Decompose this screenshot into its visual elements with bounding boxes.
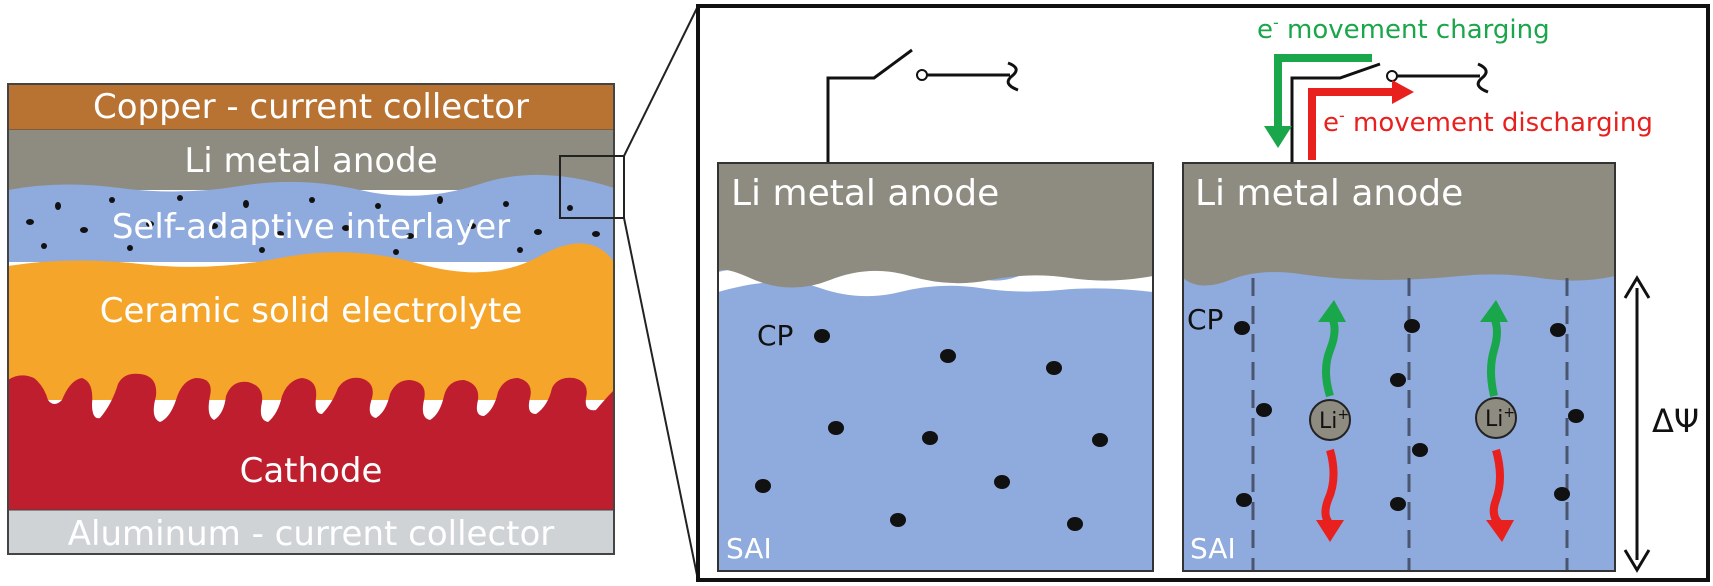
- cathode-layer: [8, 373, 614, 510]
- discharging-arrowhead: [1392, 80, 1414, 104]
- anode-label: Li metal anode: [184, 141, 437, 181]
- wire-right: [1290, 62, 1381, 164]
- cp-particle: [1554, 487, 1570, 501]
- ion-arrow-down-2: [1486, 448, 1514, 542]
- cp-particle: [1046, 361, 1062, 375]
- detail-panel-right: e- movement charging e- movement dischar…: [1182, 13, 1699, 573]
- zoom-panel: [696, 4, 1710, 582]
- cp-particle: [1236, 493, 1252, 507]
- cp-particle: [1234, 321, 1250, 335]
- potential-arrow: [1623, 275, 1651, 573]
- anode-label-right: Li metal anode: [1195, 173, 1463, 214]
- cp-particle: [1390, 497, 1406, 511]
- cp-particle: [922, 431, 938, 445]
- interlayer-label: Self-adaptive interlayer: [112, 207, 510, 247]
- aluminum-label: Aluminum - current collector: [68, 514, 555, 554]
- copper-label: Copper - current collector: [93, 87, 529, 127]
- sai-label-right: SAI: [1190, 532, 1236, 565]
- copper-layer: [7, 83, 615, 131]
- aluminum-layer: [7, 509, 615, 555]
- anode-region-right: [1183, 163, 1615, 286]
- cp-particle: [1390, 373, 1406, 387]
- cathode-label: Cathode: [240, 451, 383, 491]
- ion-arrow-up-2: [1480, 300, 1508, 397]
- cp-particle: [1067, 517, 1083, 531]
- discharging-label: e- movement discharging: [1323, 106, 1653, 138]
- cp-particle: [1256, 403, 1272, 417]
- cp-particle: [755, 479, 771, 493]
- wire-left: [826, 48, 913, 164]
- potential-label: ΔΨ: [1652, 402, 1699, 440]
- sai-label-left: SAI: [726, 532, 772, 565]
- cp-particle: [1092, 433, 1108, 447]
- cp-particle: [1404, 319, 1420, 333]
- cp-particle: [994, 475, 1010, 489]
- cp-particle: [940, 349, 956, 363]
- ion-arrow-down-1: [1316, 448, 1344, 542]
- zoom-box: [559, 155, 625, 219]
- zoom-line-bottom: [623, 217, 699, 581]
- cp-particle: [1550, 323, 1566, 337]
- cp-particle: [828, 421, 844, 435]
- wire-squiggle-right: [1476, 62, 1489, 94]
- layer-stack: Copper - current collector Li metal anod…: [7, 83, 615, 555]
- zoom-line-top: [623, 5, 699, 157]
- switch-contact-left: [916, 69, 928, 81]
- anode-region-left: [718, 163, 1153, 288]
- grain-boundaries: [1251, 278, 1569, 571]
- charging-arrowhead: [1264, 126, 1292, 148]
- cp-particle: [1568, 409, 1584, 423]
- wire-squiggle-left: [1006, 61, 1019, 92]
- detail-panel-left: Li metal anode CP SAI: [717, 48, 1154, 572]
- li-ion-1: Li+: [1309, 399, 1351, 441]
- cp-particle: [890, 513, 906, 527]
- interlayer-particles: [26, 195, 600, 255]
- cp-label-right: CP: [1187, 303, 1223, 336]
- anode-label-left: Li metal anode: [731, 173, 999, 214]
- charging-arrow: [1274, 54, 1372, 128]
- electrolyte-layer: [8, 243, 614, 400]
- discharging-arrow: [1308, 88, 1394, 160]
- detail-panel-right-border: [1182, 162, 1616, 572]
- cp-particles-right: [1234, 319, 1584, 511]
- li-ion-2: Li+: [1475, 397, 1517, 439]
- cp-label-left: CP: [757, 319, 793, 352]
- detail-panel-left-border: [717, 162, 1154, 572]
- interlayer-layer: [8, 174, 614, 262]
- svg-text:Li+: Li+: [1485, 405, 1515, 432]
- charging-label: e- movement charging: [1257, 13, 1550, 45]
- cp-particles-left: [755, 329, 1108, 531]
- cp-particle: [1412, 443, 1428, 457]
- stack-outline: [7, 83, 615, 555]
- switch-contact-right: [1386, 70, 1398, 82]
- electrolyte-label: Ceramic solid electrolyte: [100, 291, 523, 331]
- svg-text:Li+: Li+: [1319, 407, 1349, 434]
- cp-particle: [814, 329, 830, 343]
- ion-arrow-up-1: [1318, 300, 1346, 398]
